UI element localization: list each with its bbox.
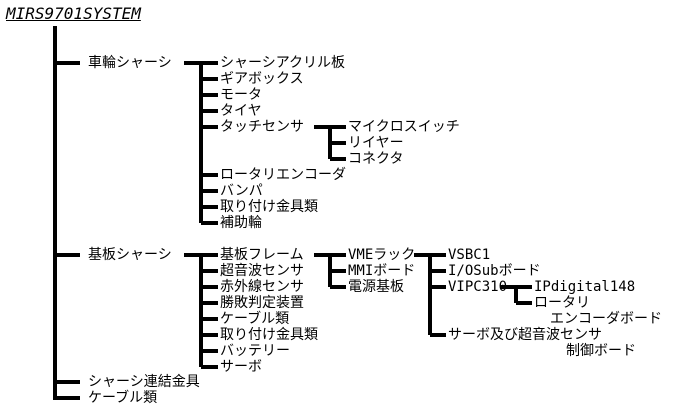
- node-chassis-acrylic: シャーシアクリル板: [220, 55, 346, 71]
- node-io-sub-board: I/OSubボード: [448, 263, 541, 279]
- node-motor: モータ: [220, 87, 262, 103]
- node-vipc310: VIPC310: [448, 279, 508, 295]
- node-control-board: 制御ボード: [566, 343, 636, 359]
- node-mounting-brackets-2: 取り付け金具類: [220, 327, 318, 343]
- node-gearbox: ギアボックス: [220, 71, 304, 87]
- node-bumper: バンパ: [220, 183, 263, 199]
- node-microswitch: マイクロスイッチ: [348, 119, 460, 135]
- node-rotary-encoder: ロータリエンコーダ: [220, 167, 346, 183]
- node-ultrasonic-sensor: 超音波センサ: [220, 263, 304, 279]
- node-judge-device: 勝敗判定装置: [220, 295, 304, 311]
- node-encoder-board: エンコーダボード: [550, 311, 662, 327]
- node-mounting-brackets-1: 取り付け金具類: [220, 199, 318, 215]
- node-rotary: ロータリ: [534, 295, 590, 311]
- node-servo-ultrasonic: サーボ及び超音波センサ: [448, 327, 602, 343]
- node-vsbc1: VSBC1: [448, 247, 491, 263]
- wheel-chassis-label: 車輪シャーシ: [88, 55, 172, 71]
- node-board-frame: 基板フレーム: [220, 247, 304, 263]
- node-tire: タイヤ: [220, 103, 262, 119]
- node-battery: バッテリー: [220, 343, 290, 359]
- node-power-board: 電源基板: [348, 279, 404, 295]
- node-vme-rack: VMEラック: [348, 247, 416, 263]
- node-mmi-board: MMIボード: [348, 263, 416, 279]
- system-title: MIRS9701SYSTEM: [6, 4, 141, 23]
- node-infrared-sensor: 赤外線センサ: [220, 279, 304, 295]
- node-cables-2: ケーブル類: [220, 311, 290, 327]
- board-chassis-label: 基板シャーシ: [88, 247, 172, 263]
- node-touch-sensor: タッチセンサ: [220, 119, 304, 135]
- node-ipdigital148: IPdigital148: [534, 279, 636, 295]
- node-servo: サーボ: [220, 359, 262, 375]
- node-connector: コネクタ: [348, 151, 404, 167]
- node-chassis-connector: シャーシ連結金具: [88, 374, 200, 390]
- node-auxiliary-wheel: 補助輪: [220, 215, 262, 231]
- node-wire: リイヤー: [348, 135, 404, 151]
- node-cables-top: ケーブル類: [88, 390, 158, 406]
